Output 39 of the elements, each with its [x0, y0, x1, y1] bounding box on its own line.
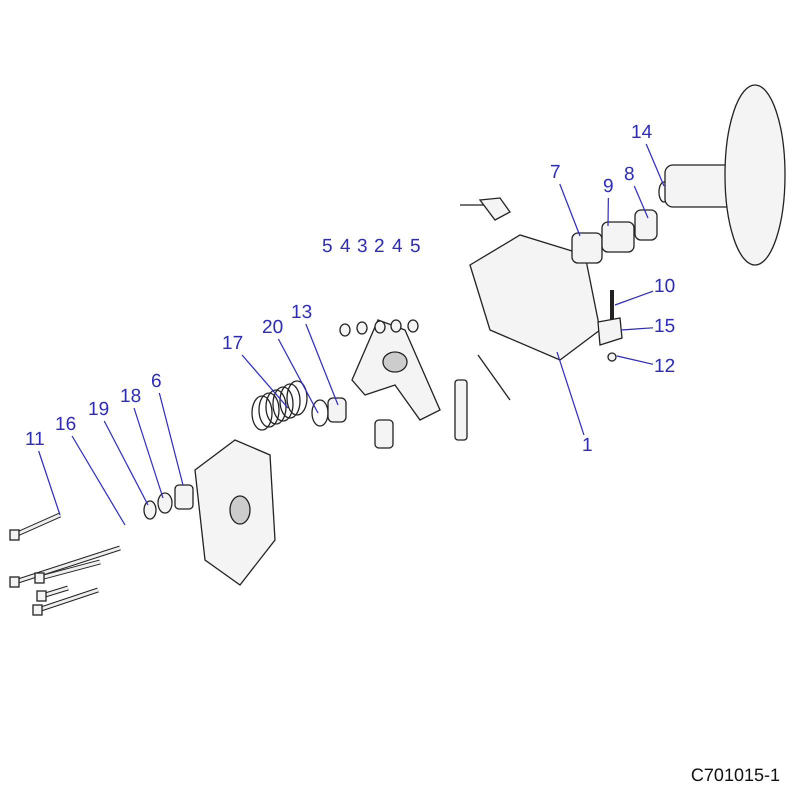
callout-number: 12: [654, 357, 676, 377]
leader-line: [616, 355, 654, 365]
leader-line: [305, 324, 339, 406]
callout-number: 7: [550, 163, 561, 183]
leader-line: [620, 327, 654, 331]
callout-number: 13: [291, 303, 312, 323]
leader-line: [607, 198, 609, 226]
leader-line: [158, 392, 184, 486]
callout-number: 18: [120, 387, 142, 407]
callout-number: 6: [151, 372, 162, 392]
callout-number: 9: [603, 177, 614, 197]
callout-number: 4: [392, 237, 403, 257]
callout-number: 15: [654, 317, 676, 337]
callout-number: 20: [262, 318, 284, 338]
leader-line: [614, 290, 654, 306]
leader-line: [278, 338, 319, 414]
callout-number: 14: [631, 123, 652, 143]
leader-line: [104, 420, 149, 506]
callout-number: 2: [374, 237, 385, 257]
callout-number: 8: [624, 165, 635, 185]
callout-number: 3: [357, 237, 368, 257]
leader-line: [556, 352, 584, 436]
leader-line: [72, 436, 126, 526]
callout-number: 19: [88, 400, 110, 420]
leader-line: [38, 450, 61, 516]
callout-number: 5: [322, 237, 333, 257]
callout-number: 4: [340, 237, 351, 257]
callout-number: 10: [654, 277, 676, 297]
leader-line: [646, 144, 665, 186]
callout-number: 16: [55, 415, 76, 435]
callout-number: 5: [410, 237, 421, 257]
drawing-number: C701015-1: [690, 765, 780, 786]
leader-line: [559, 184, 581, 236]
leader-line: [133, 408, 164, 498]
leader-line: [634, 186, 649, 218]
callout-number: 17: [222, 334, 244, 354]
callout-number: 11: [25, 430, 45, 450]
leader-line: [242, 354, 288, 408]
callout-number: 1: [582, 436, 593, 456]
